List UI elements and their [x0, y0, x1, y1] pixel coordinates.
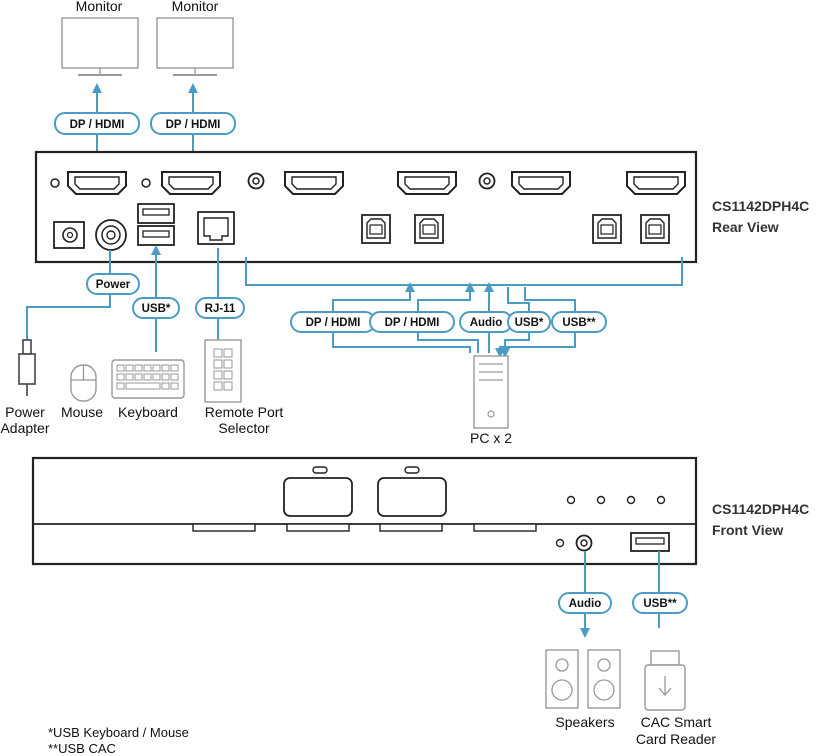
monitor-2-icon [156, 17, 234, 76]
cac-reader-label-2: Card Reader [636, 731, 716, 747]
front-view-model: CS1142DPH4C [712, 501, 809, 517]
rear-view-model: CS1142DPH4C [712, 198, 809, 214]
pc-dp-hdmi-pill-1: DP / HDMI [290, 311, 376, 333]
cac-reader-icon [644, 650, 686, 711]
remote-port-label-2: Selector [218, 420, 270, 436]
power-pill: Power [86, 273, 140, 295]
monitor-1-icon [61, 17, 139, 76]
front-view-label: Front View [712, 522, 783, 538]
speakers-icon [545, 649, 621, 709]
console-cables [26, 245, 219, 352]
mouse-icon [70, 364, 97, 402]
svg-text:USB*: USB* [142, 303, 171, 315]
pc-audio-pill: Audio [459, 311, 513, 333]
front-audio-pill: Audio [558, 592, 612, 614]
dp-hdmi-pill-1: DP / HDMI [54, 112, 140, 135]
svg-text:DP / HDMI: DP / HDMI [385, 317, 440, 329]
footnote-usb-cac: **USB CAC [48, 741, 116, 756]
monitor-1-label: Monitor [76, 0, 123, 14]
svg-text:USB**: USB** [643, 598, 677, 610]
cac-reader-label-1: CAC Smart [641, 714, 712, 730]
footnote-usb-keyboard: *USB Keyboard / Mouse [48, 725, 189, 740]
pc-usb-kbd-pill: USB* [507, 311, 551, 333]
svg-text:DP / HDMI: DP / HDMI [70, 119, 125, 131]
svg-text:RJ-11: RJ-11 [205, 303, 236, 315]
svg-text:Power: Power [96, 279, 131, 291]
dp-hdmi-pill-2: DP / HDMI [150, 112, 236, 135]
keyboard-icon [111, 359, 185, 399]
svg-text:USB*: USB* [515, 317, 544, 329]
speakers-label: Speakers [555, 714, 614, 730]
front-ports [192, 466, 670, 552]
power-adapter-icon [18, 339, 36, 396]
svg-text:DP / HDMI: DP / HDMI [166, 119, 221, 131]
remote-port-label-1: Remote Port [205, 404, 284, 420]
rear-view-label: Rear View [712, 219, 779, 235]
power-adapter-label-1: Power [5, 404, 45, 420]
pc-cables [245, 257, 683, 358]
mouse-label: Mouse [61, 404, 103, 420]
svg-text:Audio: Audio [470, 317, 503, 329]
svg-text:Audio: Audio [569, 598, 602, 610]
keyboard-label: Keyboard [118, 404, 178, 420]
remote-port-selector-icon [204, 339, 242, 403]
pc-label: PC x 2 [470, 430, 512, 446]
monitor-2-label: Monitor [172, 0, 219, 14]
svg-text:DP / HDMI: DP / HDMI [306, 317, 361, 329]
usb-keyboard-pill: USB* [132, 297, 180, 319]
pc-dp-hdmi-pill-2: DP / HDMI [369, 311, 455, 333]
pc-tower-icon [473, 355, 509, 429]
front-usb-cac-pill: USB** [632, 592, 688, 614]
pc-usb-cac-pill: USB** [551, 311, 607, 333]
rear-ports [50, 171, 686, 251]
rj11-pill: RJ-11 [195, 297, 245, 319]
front-panel [31, 456, 698, 566]
rear-panel [34, 150, 698, 264]
svg-text:USB**: USB** [562, 317, 596, 329]
power-adapter-label-2: Adapter [0, 420, 49, 436]
